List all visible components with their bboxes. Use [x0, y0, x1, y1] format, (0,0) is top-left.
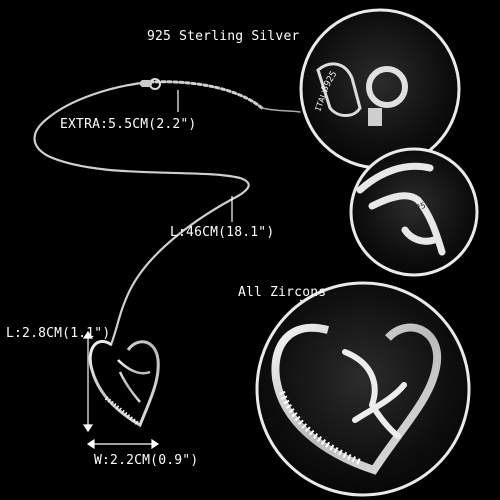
clasp-closeup-circle: S925 ITALY [299, 8, 461, 170]
pendant-length-label: L:2.8CM(1.1") [6, 326, 111, 341]
necklace-chain [33, 80, 301, 344]
small-heart-pendant [88, 339, 160, 428]
pendant-width-label: W:2.2CM(0.9") [94, 453, 199, 468]
stamp-closeup-circle: S925 [349, 147, 479, 277]
pendant-closeup-circle [255, 281, 471, 497]
extra-length-label: EXTRA:5.5CM(2.2") [60, 117, 197, 132]
material-label: 925 Sterling Silver [147, 29, 300, 44]
small-clasp [140, 78, 161, 90]
chain-length-label: L:46CM(18.1") [170, 225, 275, 240]
zircons-label: All Zircons [238, 285, 327, 300]
measurement-lines [82, 90, 233, 450]
